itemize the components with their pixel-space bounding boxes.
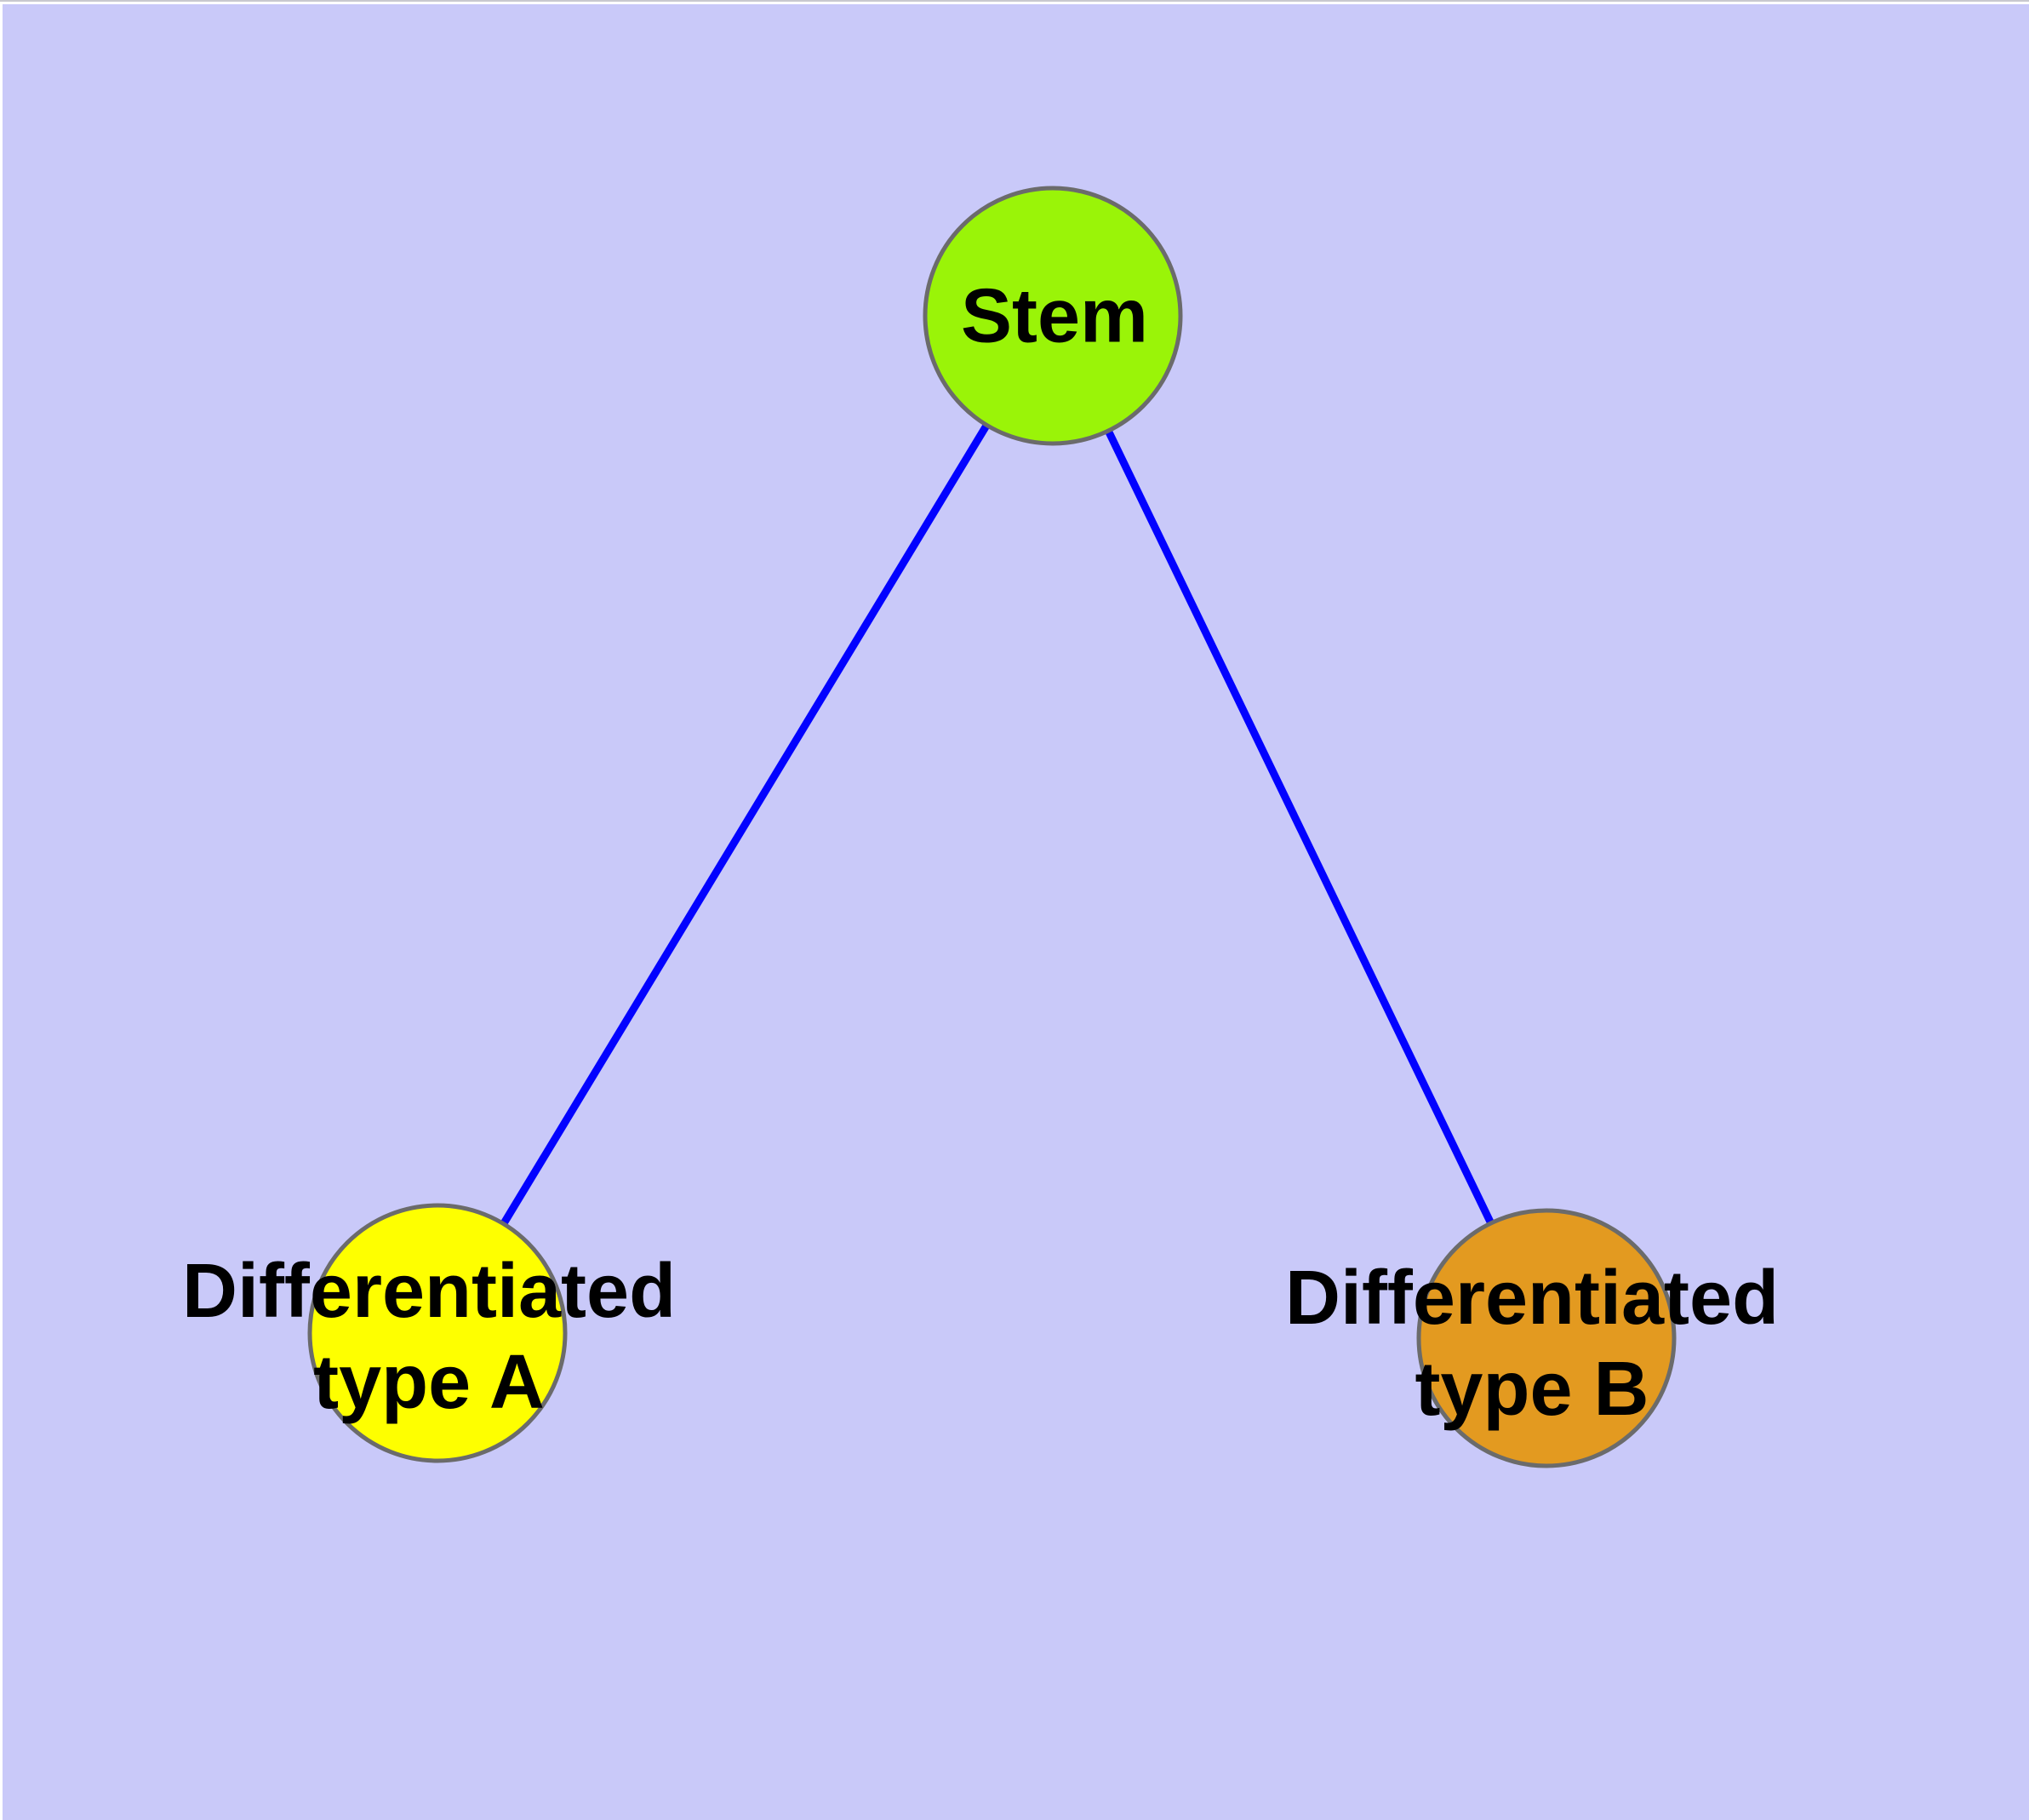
edge-stem-to-type-b[interactable] (1049, 314, 1551, 1340)
node-stem[interactable] (923, 186, 1183, 446)
node-differentiated-type-a[interactable] (307, 1203, 568, 1463)
node-differentiated-type-b[interactable] (1416, 1208, 1677, 1468)
window-top-edge (0, 0, 2029, 2)
edge-stem-to-type-a[interactable] (434, 313, 1056, 1336)
